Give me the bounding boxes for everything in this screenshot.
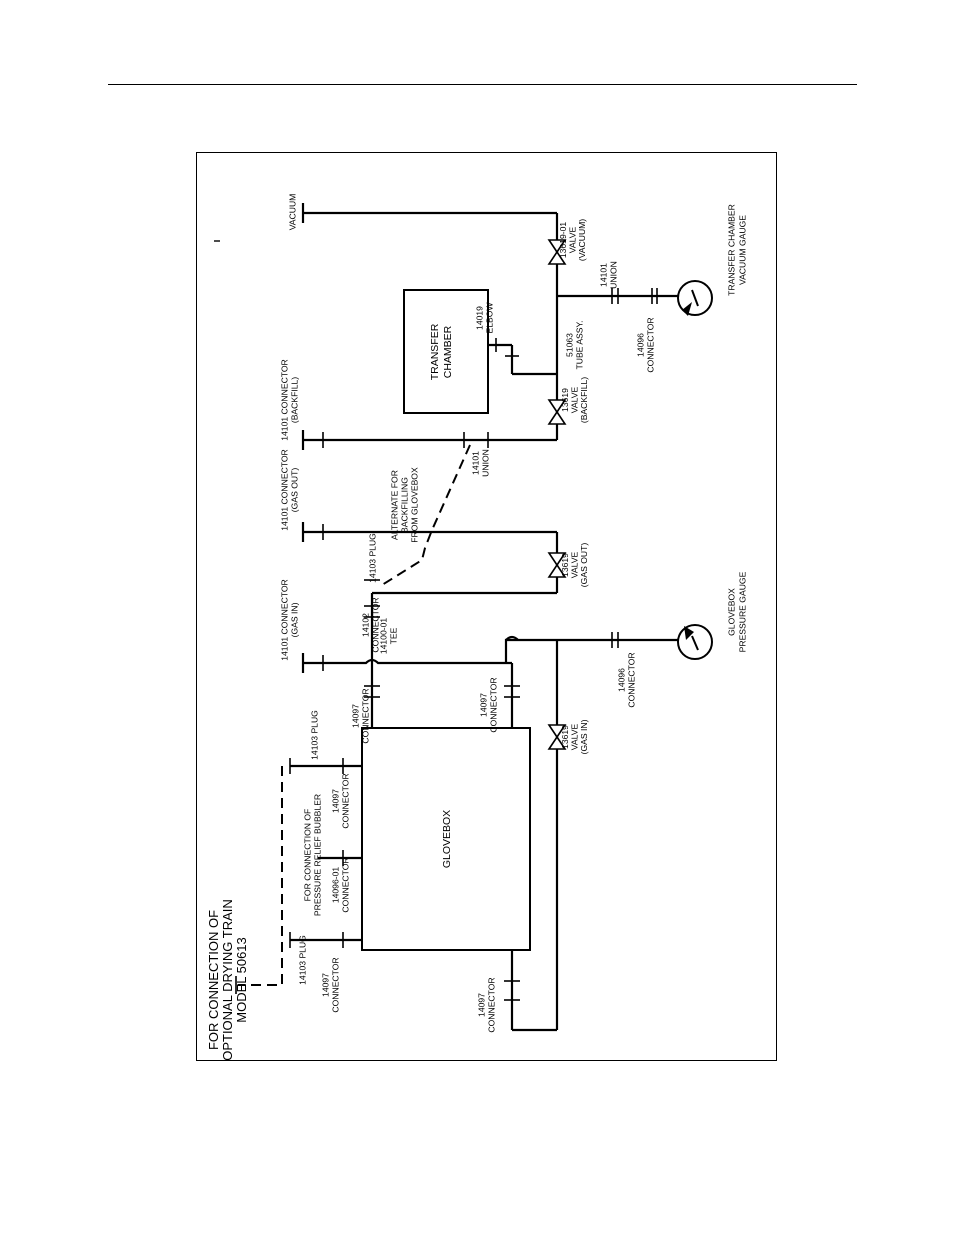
label-valve-backfill: 13619VALVE(BACKFILL)	[560, 377, 589, 423]
label-transfer-chamber-box: TRANSFERCHAMBER	[429, 323, 454, 380]
label-glovebox-pressure-gauge: GLOVEBOXPRESSURE GAUGE	[726, 571, 747, 652]
label-connector-gas-out: 14101 CONNECTOR(GAS OUT)	[280, 449, 300, 531]
label-plug-top: 14103 PLUG	[310, 710, 320, 760]
gas-in-line	[303, 658, 512, 665]
glovebox-box	[361, 727, 531, 951]
label-connector-14097-mid: 14097CONNECTOR	[479, 677, 499, 732]
valve-vacuum	[547, 239, 567, 265]
pressure-gauge-icon	[677, 624, 713, 660]
label-tube-assy: 51063TUBE ASSY.	[565, 320, 585, 369]
label-plug-bottom: 14103 PLUG	[298, 935, 308, 985]
label-alternate-backfilling: ALTERNATE FORBACKFILLINGFROM GLOVEBOX	[390, 467, 420, 543]
label-connector-14102: 14102CONNECTOR	[361, 597, 381, 652]
label-valve-gas-out: 13619VALVE(GAS OUT)	[560, 543, 589, 588]
label-valve-gas-in: 13619VALVE(GAS IN)	[560, 719, 589, 754]
page-top-rule	[108, 84, 857, 85]
label-connector-14097-relief: 14097CONNECTOR	[331, 773, 351, 828]
label-pressure-relief-bubbler: FOR CONNECTION OFPRESSURE RELIEF BUBBLER	[303, 794, 323, 916]
label-connector-backfill: 14101 CONNECTOR(BACKFILL)	[280, 359, 300, 441]
alternate-backfill-dashed	[381, 444, 471, 586]
label-plug-gas-out: 14103 PLUG	[368, 533, 378, 583]
label-tee: 14100-01TEE	[379, 618, 399, 655]
drying-train-dashed	[238, 766, 283, 986]
label-union-vac: 14101UNION	[599, 261, 619, 289]
label-vacuum: VACUUM	[288, 194, 298, 231]
label-connector-14097-top: 14097CONNECTOR	[351, 688, 371, 743]
label-valve-vacuum: 13619-01VALVE(VACUUM)	[558, 219, 587, 261]
pressure-gauge-branch	[504, 638, 680, 663]
label-connector-pressure-gauge: 14096CONNECTOR	[617, 652, 637, 707]
valve-gas-out	[547, 552, 567, 578]
valve-backfill	[547, 399, 567, 425]
label-connector-gas-in: 14101 CONNECTOR(GAS IN)	[280, 579, 300, 661]
label-elbow: 14019ELBOW	[475, 302, 495, 334]
label-transfer-chamber-vacuum-gauge: TRANSFER CHAMBERVACUUM GAUGE	[726, 204, 747, 296]
label-connector-14097-bottom: 14097CONNECTOR	[477, 977, 497, 1032]
diagram-frame	[196, 152, 777, 1061]
label-connector-vac-gauge: 14096CONNECTOR	[636, 317, 656, 372]
transfer-chamber-box	[403, 289, 489, 414]
label-union-backfill: 14101UNION	[471, 449, 491, 477]
label-optional-drying-train: FOR CONNECTION OFOPTIONAL DRYING TRAINMO…	[206, 899, 249, 1061]
valve-gas-in	[547, 724, 567, 750]
label-connector-14096-01: 14096-01CONNECTOR	[331, 857, 351, 912]
label-glovebox: GLOVEBOX	[441, 810, 453, 868]
label-connector-14097-drying: 14097CONNECTOR	[321, 957, 341, 1012]
vacuum-gauge-icon	[677, 280, 713, 316]
